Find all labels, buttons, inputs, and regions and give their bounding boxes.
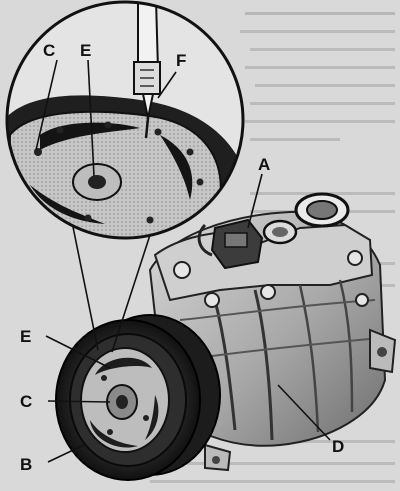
label-e-top: E — [80, 41, 91, 60]
leader-lines — [45, 173, 331, 463]
label-f: F — [176, 51, 186, 70]
label-c-top: C — [43, 41, 55, 60]
label-e-bottom: E — [20, 327, 31, 346]
labels: C E F A E C B D — [20, 41, 344, 474]
label-a: A — [258, 155, 270, 174]
label-c-bottom: C — [20, 392, 32, 411]
pulley-assembly — [55, 314, 221, 481]
magnified-inset — [5, 0, 245, 353]
label-d: D — [332, 437, 344, 456]
label-b: B — [20, 455, 32, 474]
